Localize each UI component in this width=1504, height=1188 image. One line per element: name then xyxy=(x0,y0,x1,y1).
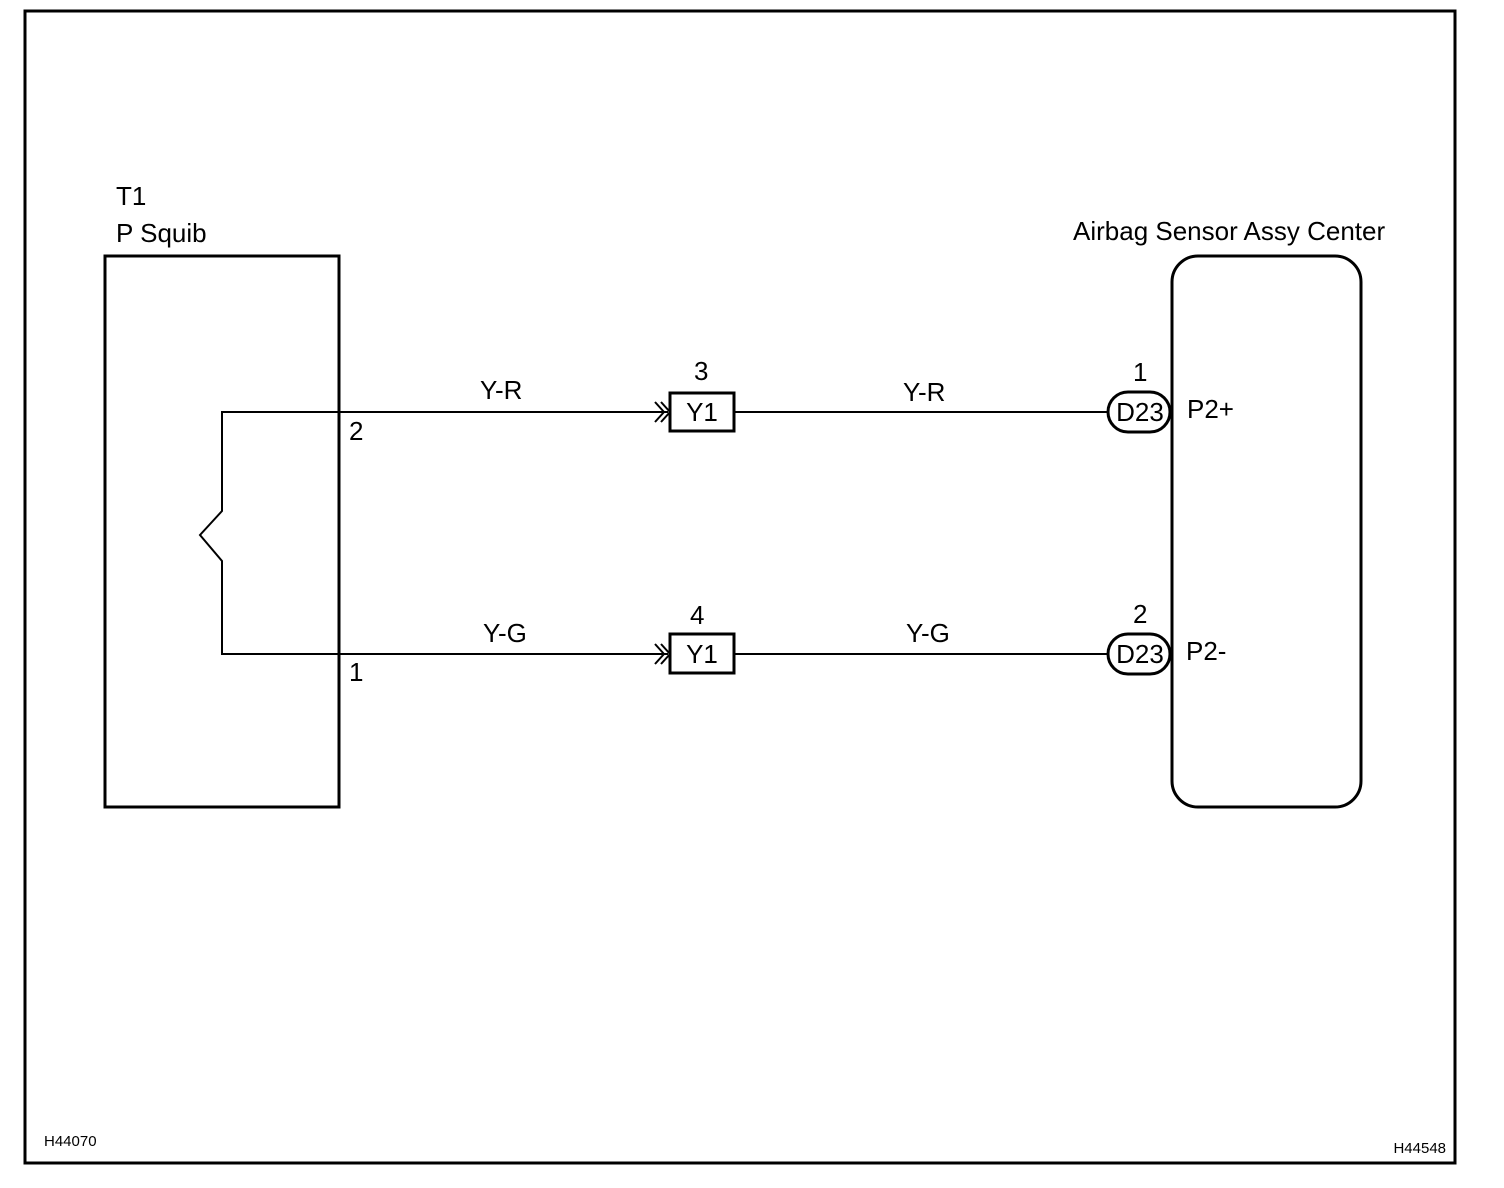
squib-name: P Squib xyxy=(116,218,207,248)
ecu-name: Airbag Sensor Assy Center xyxy=(1073,216,1385,246)
ecu-terminal-label: P2- xyxy=(1186,636,1226,666)
ecu-connector xyxy=(1106,390,1172,434)
wire-color-label: Y-G xyxy=(483,618,527,648)
squib-code: T1 xyxy=(116,181,146,211)
wire-color-label: Y-G xyxy=(906,618,950,648)
junction-connector-label: Y1 xyxy=(686,639,718,669)
connector-arrow-icon xyxy=(654,643,666,665)
ecu-pin-label: 2 xyxy=(1133,599,1147,629)
ecu-connector-label: D23 xyxy=(1116,397,1164,427)
ecu-connector xyxy=(1106,632,1172,676)
wire-color-label: Y-R xyxy=(903,377,945,407)
circuit-p2-minus: 1 Y-G 4 Y1 Y-G 2 D23 P2- xyxy=(339,599,1226,687)
ecu-connector-label: D23 xyxy=(1116,639,1164,669)
figure-code-left: H44070 xyxy=(44,1133,97,1150)
figure-code-right: H44548 xyxy=(1393,1140,1446,1157)
squib-pin-label: 1 xyxy=(349,657,363,687)
squib-box xyxy=(103,254,341,809)
junction-connector-label: Y1 xyxy=(686,397,718,427)
ecu-box xyxy=(1170,254,1363,809)
wire-color-label: Y-R xyxy=(480,375,522,405)
squib-element xyxy=(198,411,339,655)
junction-pin-label: 4 xyxy=(690,600,704,630)
connector-arrow-icon xyxy=(654,401,666,423)
circuit-p2-plus: 2 Y-R 3 Y1 Y-R 1 D23 P2+ xyxy=(339,356,1234,446)
ecu-pin-label: 1 xyxy=(1133,357,1147,387)
junction-pin-label: 3 xyxy=(694,356,708,386)
ecu-terminal-label: P2+ xyxy=(1187,394,1234,424)
squib-pin-label: 2 xyxy=(349,416,363,446)
diagram-frame xyxy=(23,9,1457,1165)
